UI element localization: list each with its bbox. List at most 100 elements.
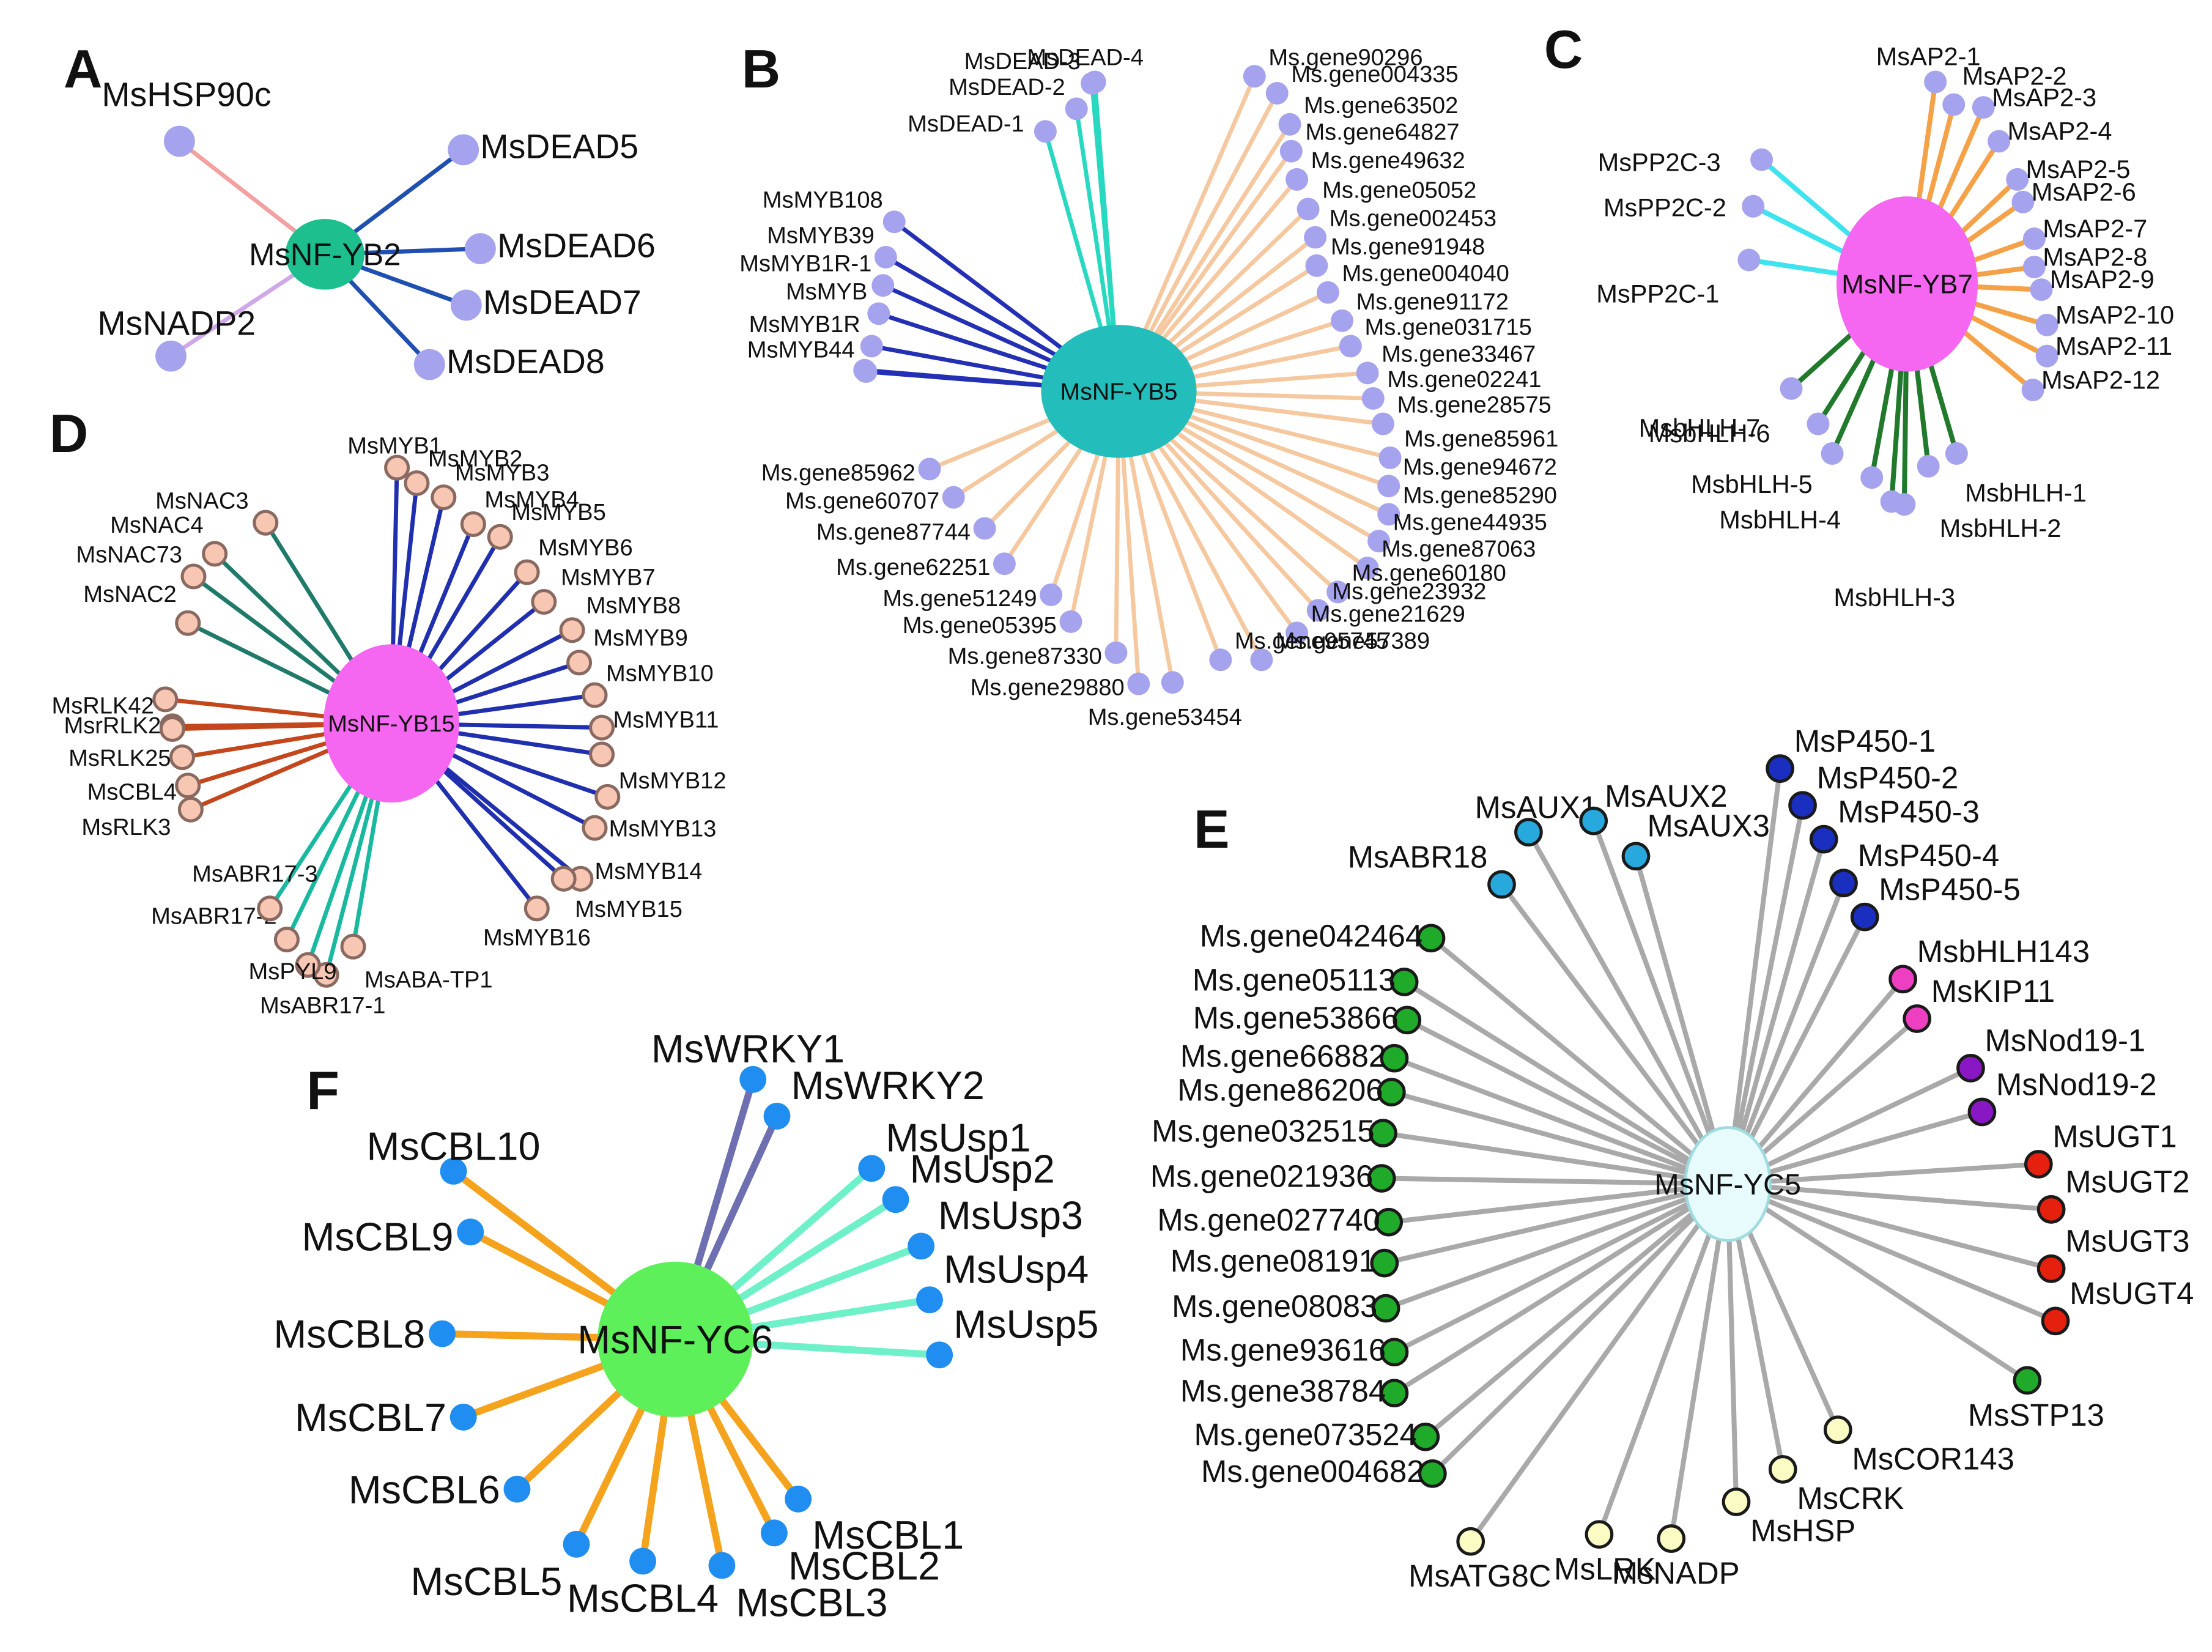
- node-label: MsDEAD6: [497, 226, 656, 264]
- node-circle: [448, 134, 479, 166]
- node-label: MsMYB14: [595, 859, 703, 884]
- edge-line: [1725, 1181, 2054, 1272]
- node-circle: [993, 552, 1016, 576]
- edge-line: [1725, 837, 1827, 1187]
- node-circle: [908, 1232, 935, 1260]
- node-label: MsMYB1R-1: [739, 251, 871, 277]
- node-label: MsCBL5: [410, 1559, 562, 1604]
- node-circle: [1370, 1248, 1399, 1278]
- node-circle: [2021, 379, 2044, 402]
- hub-label: MsNF-YB2: [249, 237, 401, 272]
- node-label: Ms.gene91172: [1356, 289, 1509, 315]
- node-label: MsHSP90c: [102, 75, 271, 113]
- node-circle: [2024, 1150, 2053, 1179]
- node-circle: [1416, 924, 1446, 953]
- node-label: MsbHLH143: [1917, 934, 2090, 969]
- node-label: MsNAC73: [76, 542, 182, 568]
- node-circle: [1456, 1527, 1485, 1556]
- edge-line: [1596, 1181, 1731, 1537]
- node-label: MsABA-TP1: [364, 968, 493, 993]
- node-circle: [1750, 148, 1774, 171]
- node-label: Ms.gene53866: [1193, 1001, 1399, 1035]
- node-circle: [1657, 1524, 1686, 1553]
- node-label: MsP450-4: [1858, 838, 2000, 873]
- edge-line: [1468, 1181, 1731, 1544]
- node-label: MsCBL7: [295, 1395, 446, 1440]
- node-circle: [1372, 412, 1394, 435]
- node-label: MsAP2-4: [2008, 117, 2112, 146]
- node-circle: [763, 1102, 791, 1130]
- node-circle: [2036, 1195, 2066, 1224]
- node-circle: [1250, 648, 1273, 672]
- node-label: MsAP2-5: [2026, 155, 2131, 183]
- node-circle: [1380, 1379, 1409, 1407]
- node-label: Ms.gene29880: [971, 675, 1125, 701]
- node-label: MsPP2C-3: [1598, 148, 1721, 177]
- node-label: MsKIP11: [1931, 974, 2055, 1009]
- node-circle: [708, 1552, 736, 1579]
- edge-line: [1404, 1017, 1731, 1187]
- node-label: Ms.gene021936: [1150, 1158, 1373, 1193]
- node-label: MsAP2-11: [2055, 332, 2172, 360]
- node-label: MsCRK: [1797, 1481, 1904, 1516]
- node-label: Ms.gene073524: [1194, 1417, 1416, 1452]
- node-label: Ms.gene08083: [1172, 1289, 1377, 1324]
- node-circle: [2030, 278, 2053, 302]
- node-label: Ms.gene66882: [1180, 1039, 1386, 1073]
- node-label: MsCBL3: [736, 1580, 888, 1625]
- node-circle: [916, 1286, 943, 1314]
- node-circle: [785, 1485, 812, 1513]
- node-circle: [853, 358, 876, 382]
- node-label: MsNod19-1: [1985, 1023, 2146, 1058]
- node-label: MsCBL9: [302, 1214, 454, 1259]
- node-label: Ms.gene23932: [1332, 579, 1486, 604]
- node-circle: [431, 484, 457, 511]
- hub-label: MsNF-YB7: [1841, 270, 1973, 300]
- node-circle: [1378, 446, 1402, 469]
- node-label: MsAP2-3: [1992, 83, 2096, 111]
- node-label: MsAUX1: [1475, 790, 1597, 824]
- node-label: MsDEAD8: [446, 343, 605, 380]
- hub-label: MsNF-YC6: [577, 1317, 773, 1362]
- edge-line: [1591, 818, 1731, 1187]
- node-circle: [563, 1530, 590, 1558]
- node-circle: [1285, 168, 1309, 191]
- node-label: MsUsp5: [953, 1302, 1098, 1347]
- node-label: Ms.gene60180: [1352, 560, 1506, 586]
- panel-letter: C: [1544, 20, 1583, 80]
- node-label: MsAUX2: [1605, 779, 1727, 813]
- node-label: Ms.gene51249: [882, 586, 1037, 612]
- node-circle: [882, 210, 906, 234]
- panel-c: MsAP2-1MsAP2-2MsAP2-3MsAP2-4MsAP2-5MsAP2…: [1544, 20, 2174, 612]
- node-circle: [760, 1519, 788, 1547]
- node-circle: [1742, 194, 1765, 218]
- node-circle: [566, 650, 593, 676]
- node-circle: [1389, 968, 1419, 996]
- node-label: Ms.gene90296: [1268, 45, 1422, 70]
- edge-line: [1379, 1176, 1731, 1187]
- node-label: Ms.gene05395: [903, 613, 1057, 639]
- node-label: MsWRKY2: [791, 1063, 985, 1108]
- edge-line: [1668, 1181, 1731, 1541]
- node-label: MsPYL9: [249, 959, 337, 985]
- node-circle: [1326, 580, 1350, 604]
- node-label: MsABR17-3: [192, 861, 317, 887]
- edge-line: [1725, 1181, 2030, 1383]
- node-circle: [460, 511, 486, 538]
- node-label: MsMYB8: [586, 593, 681, 619]
- panel-b: MsDEAD-1MsDEAD-2MsDEAD-3MsDEAD-4MsMYB108…: [739, 39, 1558, 730]
- node-label: MsABR17-2: [151, 904, 276, 930]
- node-circle: [550, 865, 577, 892]
- node-circle: [2035, 313, 2058, 336]
- node-label: Ms.gene95745: [1235, 628, 1389, 654]
- node-label: MsP450-2: [1817, 760, 1959, 795]
- node-circle: [1083, 70, 1106, 94]
- node-circle: [253, 509, 279, 536]
- node-circle: [531, 589, 557, 615]
- node-label: Ms.gene004040: [1342, 261, 1509, 287]
- node-circle: [1377, 1078, 1406, 1106]
- node-circle: [1296, 198, 1320, 221]
- node-label: MsCOR143: [1852, 1441, 2014, 1476]
- node-label: MsbHLH-2: [1940, 514, 2062, 543]
